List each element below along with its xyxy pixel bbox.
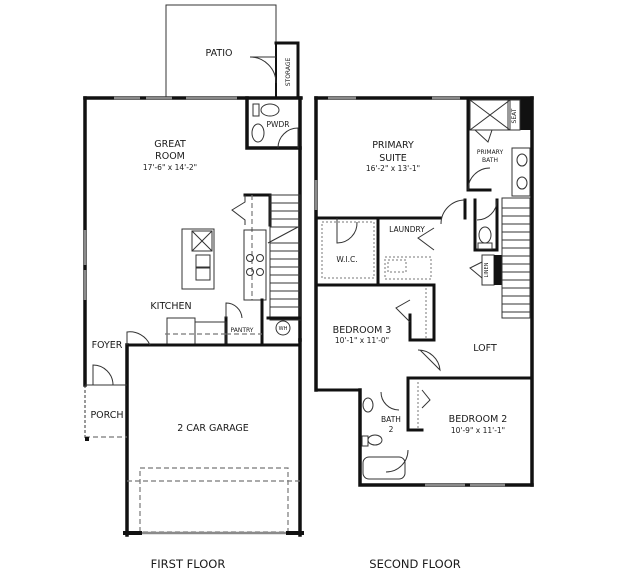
patio-label: PATIO xyxy=(206,48,233,59)
second-floor-title: SECOND FLOOR xyxy=(369,557,460,571)
bedroom-2-dims: 10'-9" x 11'-1" xyxy=(451,426,505,435)
primary-bath-label-1: PRIMARY xyxy=(477,149,504,156)
seat-label: SEAT xyxy=(511,108,518,123)
kitchen-label: KITCHEN xyxy=(150,301,191,312)
storage-wall xyxy=(274,41,300,100)
powder-room-label: PWDR xyxy=(267,120,290,129)
water-heater-icon xyxy=(275,320,291,336)
kitchen-island xyxy=(181,228,215,290)
first-floor-title: FIRST FLOOR xyxy=(151,557,226,571)
great-room-label-2: ROOM xyxy=(155,151,185,162)
foyer-label: FOYER xyxy=(92,340,123,351)
bedroom-2-label: BEDROOM 2 xyxy=(449,414,508,425)
linen-label: LINEN xyxy=(484,262,490,277)
porch-label: PORCH xyxy=(90,410,123,421)
primary-suite-dims: 16'-2" x 13'-1" xyxy=(366,164,420,173)
first-floor-plan xyxy=(83,4,304,537)
bath-2-label-1: BATH xyxy=(381,415,401,424)
great-room-label-1: GREAT xyxy=(154,139,186,150)
bedroom-3-label: BEDROOM 3 xyxy=(333,325,392,336)
wic-label: W.I.C. xyxy=(336,255,357,264)
second-floor-plan xyxy=(314,96,534,487)
primary-bath-label-2: BATH xyxy=(482,157,498,164)
loft-label: LOFT xyxy=(473,343,497,354)
garage-label: 2 CAR GARAGE xyxy=(177,423,249,434)
primary-suite-label-1: PRIMARY xyxy=(372,140,414,151)
great-room-dims: 17'-6" x 14'-2" xyxy=(143,163,197,172)
water-heater-label: WH xyxy=(279,326,288,332)
pantry-label: PANTRY xyxy=(231,327,254,334)
laundry-label: LAUNDRY xyxy=(389,225,425,234)
primary-suite-label-2: SUITE xyxy=(379,153,407,164)
bedroom-3-dims: 10'-1" x 11'-0" xyxy=(335,336,389,345)
storage-label: STORAGE xyxy=(285,58,292,87)
bath-2-label-2: 2 xyxy=(389,425,394,434)
